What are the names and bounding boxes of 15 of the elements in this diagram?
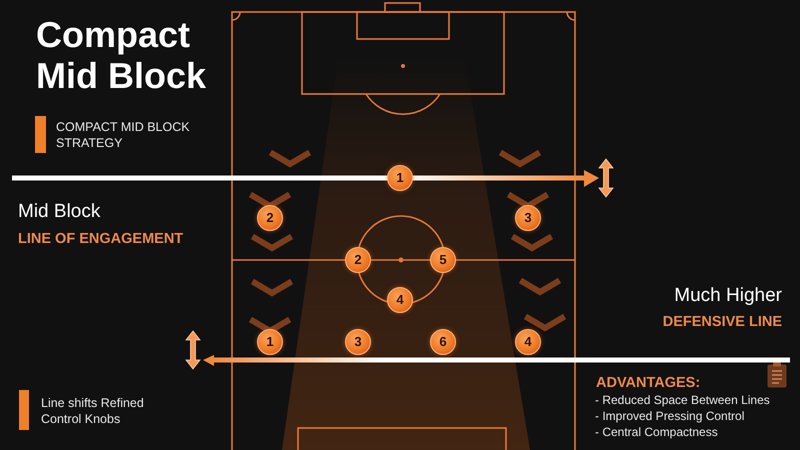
list-item: - Central Compactness — [595, 425, 718, 439]
zone-label: Much Higher — [674, 285, 782, 307]
list-heading: ADVANTAGES: — [596, 375, 700, 392]
player-token: 4 — [515, 329, 541, 355]
player-token: 1 — [257, 329, 283, 355]
legend-label: Line shifts Refined Control Knobs — [41, 395, 145, 427]
line-caption: DEFENSIVE LINE — [662, 314, 782, 331]
player-token: 2 — [257, 205, 283, 231]
list-item: - Improved Pressing Control — [595, 409, 744, 423]
line-caption: LINE OF ENGAGEMENT — [18, 231, 184, 248]
list-item: - Reduced Space Between Lines — [595, 393, 770, 407]
legend-label: COMPACT MID BLOCK STRATEGY — [56, 119, 191, 151]
player-token: 3 — [515, 205, 541, 231]
zone-label: Mid Block — [18, 201, 100, 223]
diagram-title: Compact Mid Block — [36, 14, 208, 96]
